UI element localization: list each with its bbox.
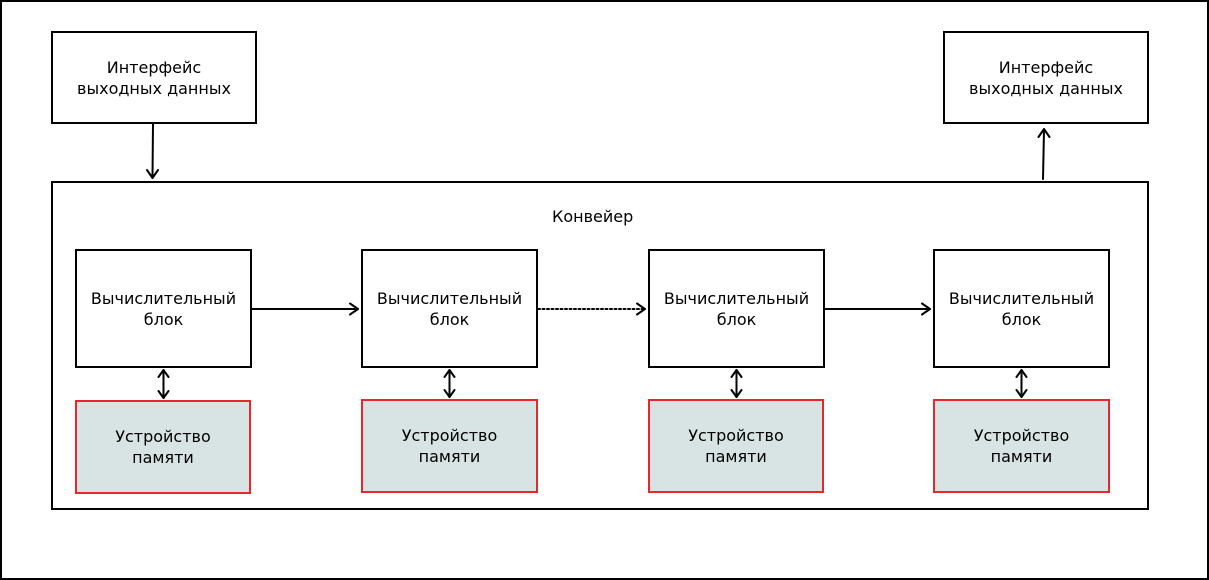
memory-device-2: Устройство памяти xyxy=(361,399,538,493)
compute-block-label: Вычислительный блок xyxy=(90,288,237,329)
memory-link-2 xyxy=(443,369,456,398)
memory-device-label: Устройство памяти xyxy=(115,427,211,467)
memory-link-3 xyxy=(730,369,743,398)
compute-block-label: Вычислительный блок xyxy=(663,288,810,329)
memory-device-1: Устройство памяти xyxy=(75,400,251,494)
output-interface-label: Интерфейс выходных данных xyxy=(969,57,1123,98)
memory-link-4 xyxy=(1015,369,1028,398)
flow-arrow-2-3 xyxy=(537,302,646,316)
pipeline-label: Конвейер xyxy=(552,207,634,226)
compute-block-label: Вычислительный блок xyxy=(948,288,1095,329)
compute-block-1: Вычислительный блок xyxy=(75,249,252,368)
input-interface-label: Интерфейс выходных данных xyxy=(77,57,231,98)
compute-block-2: Вычислительный блок xyxy=(361,249,538,368)
memory-device-3: Устройство памяти xyxy=(648,399,824,493)
memory-device-label: Устройство памяти xyxy=(401,426,498,466)
output-interface-box: Интерфейс выходных данных xyxy=(943,31,1149,124)
memory-device-label: Устройство памяти xyxy=(688,426,784,466)
memory-link-1 xyxy=(157,369,170,399)
compute-block-4: Вычислительный блок xyxy=(933,249,1110,368)
compute-block-label: Вычислительный блок xyxy=(376,288,523,329)
input-arrow xyxy=(146,123,159,179)
compute-block-3: Вычислительный блок xyxy=(648,249,825,368)
memory-device-4: Устройство памяти xyxy=(933,399,1110,493)
memory-device-label: Устройство памяти xyxy=(973,426,1070,466)
output-arrow xyxy=(1037,128,1051,180)
input-interface-box: Интерфейс выходных данных xyxy=(51,31,257,124)
flow-arrow-1-2 xyxy=(251,302,359,316)
flow-arrow-3-4 xyxy=(824,302,931,316)
